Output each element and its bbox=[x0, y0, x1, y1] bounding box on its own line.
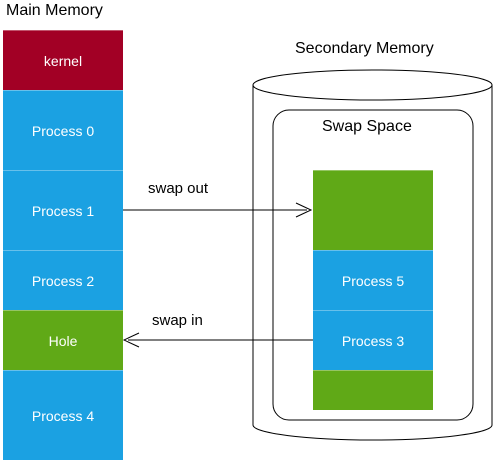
main-memory-segment-kernel: kernel bbox=[3, 30, 123, 90]
secondary-memory-cylinder-top bbox=[252, 69, 493, 101]
main-memory-title: Main Memory bbox=[6, 2, 103, 19]
swap-in-label: swap in bbox=[152, 312, 203, 329]
swap-segment-free-bottom bbox=[313, 370, 433, 410]
swap-segment-process-5: Process 5 bbox=[313, 250, 433, 310]
swap-in-arrowhead bbox=[122, 332, 140, 348]
main-memory-segment-process-4: Process 4 bbox=[3, 370, 123, 460]
swap-out-arrowhead bbox=[295, 202, 313, 218]
main-memory-segment-process-2: Process 2 bbox=[3, 250, 123, 310]
main-memory-segment-process-0: Process 0 bbox=[3, 90, 123, 170]
main-memory-segment-process-1: Process 1 bbox=[3, 170, 123, 250]
swap-segment-free-top bbox=[313, 170, 433, 250]
secondary-memory-title: Secondary Memory bbox=[295, 40, 434, 57]
swap-space-title: Swap Space bbox=[322, 118, 412, 135]
swap-segment-process-3: Process 3 bbox=[313, 310, 433, 370]
swap-out-label: swap out bbox=[148, 180, 209, 197]
main-memory-segment-hole: Hole bbox=[3, 310, 123, 370]
